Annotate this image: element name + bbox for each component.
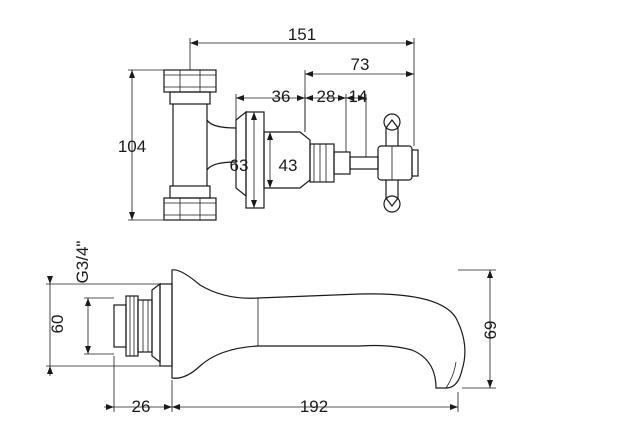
dimension-flange-diameter: 63 [230, 112, 257, 208]
dimension-escutcheon-diameter: 43 [267, 132, 297, 188]
dim-192-label: 192 [300, 397, 328, 416]
dim-43-label: 43 [279, 156, 298, 175]
spout-drawing [113, 269, 466, 389]
valve-drawing [163, 69, 419, 221]
dim-63-label: 63 [230, 156, 249, 175]
thread-label: G3/4" [73, 241, 92, 284]
dim-60-label: 60 [48, 315, 67, 334]
dim-36-label: 36 [272, 87, 291, 106]
dimension-overall-width: 151 [189, 25, 415, 146]
dim-151-label: 151 [288, 25, 316, 44]
dimension-thread: G3/4" [73, 241, 114, 355]
dim-28-label: 28 [317, 87, 336, 106]
dim-69-label: 69 [481, 321, 500, 340]
dim-26-label: 26 [132, 397, 151, 416]
dimension-depth-row: 36 28 14 [235, 87, 368, 157]
dimension-spout-height: 69 [458, 269, 500, 389]
dimension-spout-length-row: 26 192 [104, 356, 459, 416]
dim-14-label: 14 [349, 87, 368, 106]
dim-73-label: 73 [351, 55, 370, 74]
dim-104-label: 104 [118, 137, 146, 156]
dimension-spout-base-height: 60 [46, 276, 160, 376]
dimension-valve-height: 104 [118, 69, 164, 221]
